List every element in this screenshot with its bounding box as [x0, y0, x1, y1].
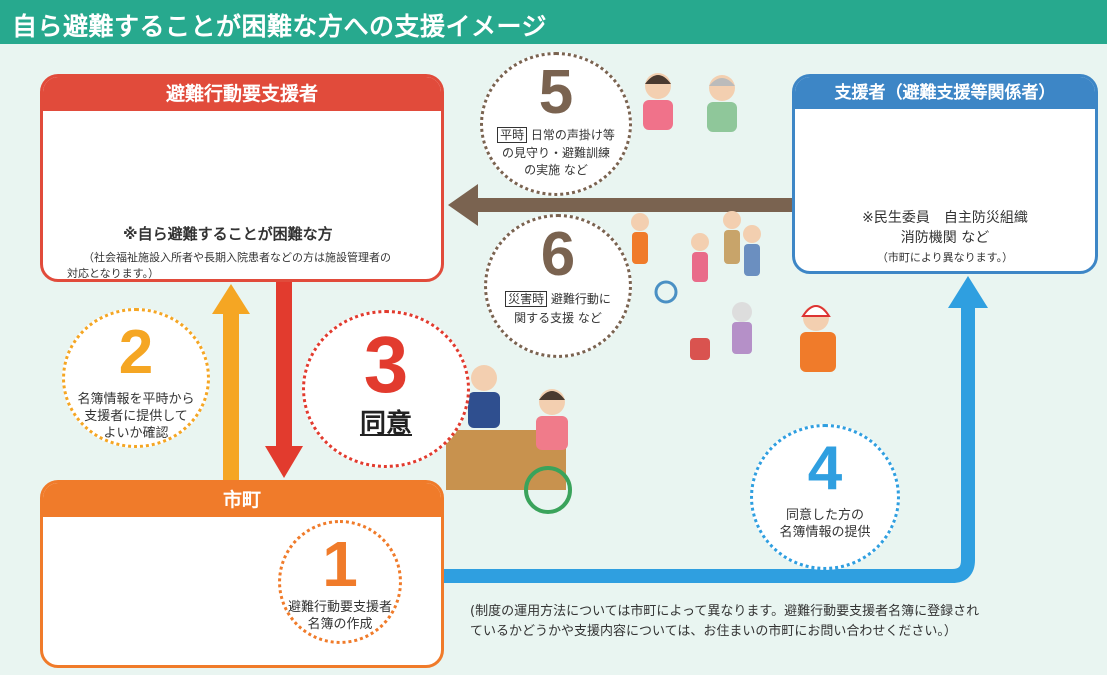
requirer-note: ※自ら避難することが困難な方	[123, 225, 333, 243]
step-5-circle: 5 平時 日常の声掛け等 の見守り・避難訓練 の実施 など	[480, 52, 632, 196]
step-3-number: 3	[363, 320, 409, 409]
support-arrow-brown	[448, 184, 792, 226]
evacuation-requirer-box: 避難行動要支援者 ※自ら避難することが困難な方 （社会福祉施設入所者や長期入院患…	[40, 74, 444, 282]
requirer-subnote-1: （社会福祉施設入所者や長期入院患者などの方は施設管理者の	[83, 251, 391, 264]
step-1-circle: 1 避難行動要支援者 名簿の作成	[278, 520, 402, 644]
step-1-number: 1	[322, 528, 358, 600]
step-6-number: 6	[540, 220, 576, 289]
step-2-line2: 支援者に提供して	[84, 409, 188, 424]
step-2-number: 2	[118, 318, 154, 387]
consent-illustration	[446, 365, 572, 514]
supporter-header: 支援者（避難支援等関係者）	[795, 77, 1095, 109]
step-4-circle: 4 同意した方の 名簿情報の提供	[750, 424, 900, 570]
step-6-text-1: 避難行動に	[550, 292, 611, 306]
step-1-line1: 避難行動要支援者	[287, 600, 392, 615]
step-6-line2: 関する支援 など	[514, 311, 602, 325]
requirer-header: 避難行動要支援者	[43, 77, 441, 111]
step-2-line3: よいか確認	[103, 426, 169, 441]
step-4-line1: 同意した方の	[785, 508, 864, 523]
step-3-circle: 3 同意	[302, 310, 470, 468]
step-6-tag: 災害時	[505, 291, 548, 307]
step-5-number: 5	[538, 58, 574, 127]
supporter-members: ※民生委員 自主防災組織	[862, 210, 1028, 226]
confirm-arrow-orange	[212, 284, 250, 480]
step-5-tag: 平時	[497, 127, 528, 143]
step-3-label: 同意	[359, 409, 412, 439]
city-header: 市町	[43, 483, 441, 517]
step-4-number: 4	[807, 434, 843, 503]
step-6-line1: 災害時 避難行動に	[487, 291, 629, 308]
step-5-line2: の見守り・避難訓練	[501, 146, 610, 160]
step-5-line3: の実施 など	[524, 163, 588, 177]
step-4-line2: 名簿情報の提供	[779, 525, 871, 540]
provide-arrow-blue	[444, 276, 988, 583]
step-6-circle: 6 災害時 避難行動に 関する支援 など	[484, 214, 632, 358]
step-5-line1: 平時 日常の声掛け等	[483, 127, 629, 144]
supporter-note: （市町により異なります。）	[876, 251, 1014, 264]
step-5-text-1: 日常の声掛け等	[530, 128, 615, 142]
evacuation-illustration	[631, 211, 836, 372]
footnote-line-2: ているかどうかや支援内容については、お住まいの市町にお問い合わせください。）	[470, 624, 957, 639]
page-title: 自ら避難することが困難な方への支援イメージ	[12, 12, 548, 41]
step-2-line1: 名簿情報を平時から	[77, 392, 195, 407]
step-2-circle: 2 名簿情報を平時から 支援者に提供して よいか確認	[62, 308, 210, 448]
supporter-box: 支援者（避難支援等関係者） ※民生委員 自主防災組織 消防機関 など （市町によ…	[792, 74, 1098, 274]
requirer-subnote-2: 対応となります。）	[67, 267, 160, 280]
pair-illustration	[643, 73, 737, 132]
footnote-line-1: (制度の運用方法については市町によって異なります。避難行動要支援者名簿に登録され	[470, 604, 980, 619]
supporter-members-2: 消防機関 など	[900, 230, 990, 246]
step-1-line2: 名簿の作成	[307, 617, 373, 632]
title-bar: 自ら避難することが困難な方への支援イメージ	[0, 0, 1107, 44]
consent-arrow-red	[265, 282, 303, 478]
